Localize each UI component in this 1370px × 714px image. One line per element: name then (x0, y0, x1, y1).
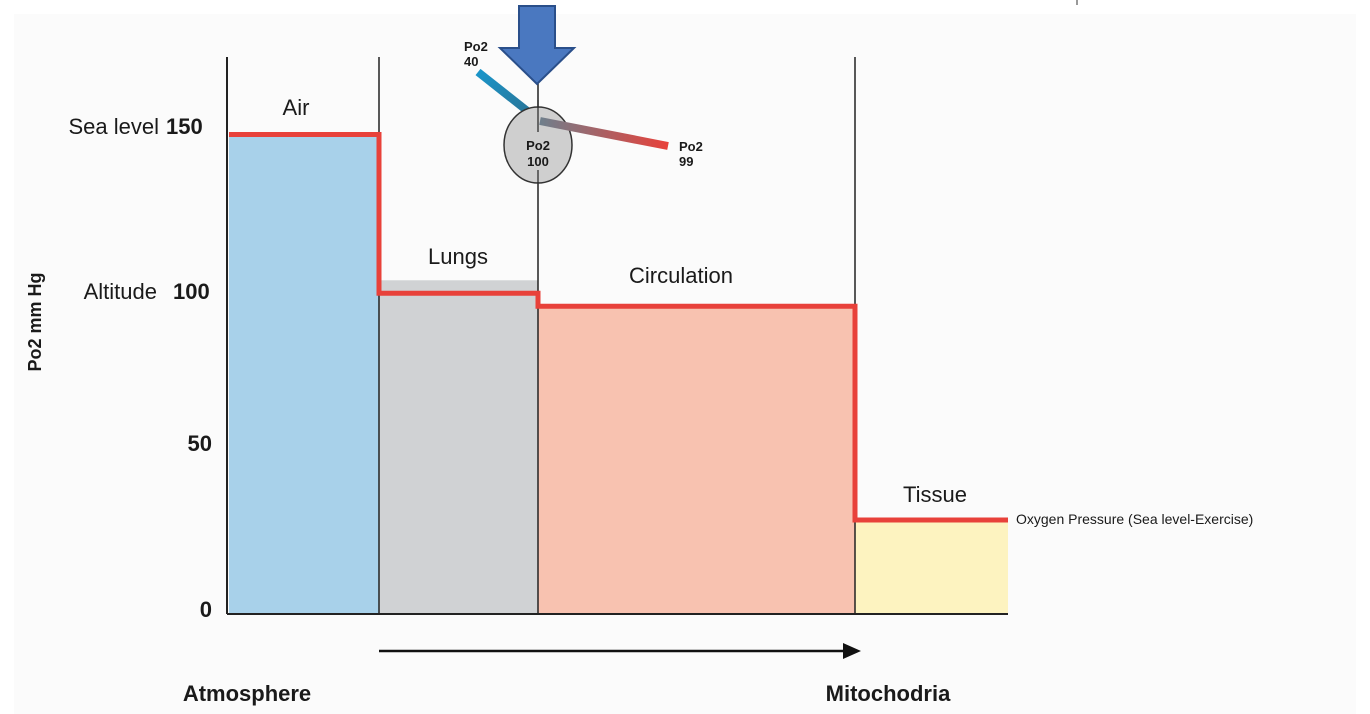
y-tick-100: 100 (173, 279, 210, 304)
lungs-compartment (379, 280, 538, 614)
circulation-compartment (538, 306, 855, 614)
down-arrow-icon (497, 5, 577, 86)
venous-po2-value: 40 (464, 54, 478, 69)
tissue-compartment (855, 520, 1008, 614)
arterial-capillary-line (539, 117, 669, 150)
arterial-po2-value: 99 (679, 154, 693, 169)
alveolus-label-backdrop (521, 132, 555, 170)
y-tick-prefix-altitude: Altitude (84, 279, 157, 304)
y-tick-150: 150 (166, 114, 203, 139)
air-label: Air (283, 95, 310, 120)
air-compartment (229, 134, 379, 615)
lungs-label: Lungs (428, 244, 488, 269)
y-tick-0: 0 (200, 597, 212, 622)
y-axis-title: Po2 mm Hg (25, 272, 45, 371)
circulation-label: Circulation (629, 263, 733, 288)
y-tick-prefix-sea-level: Sea level (68, 114, 159, 139)
atmosphere-label: Atmosphere (183, 681, 311, 706)
oxygen-pressure-label: Oxygen Pressure (Sea level-Exercise) (1016, 511, 1253, 527)
alveolus-po2-label: Po2 (526, 138, 550, 153)
y-tick-50: 50 (188, 431, 212, 456)
direction-arrow-icon (843, 643, 861, 659)
oxygen-pressure-line (229, 132, 1008, 523)
alveolus-po2-value: 100 (527, 154, 549, 169)
mitochondria-label: Mitochodria (826, 681, 951, 706)
alveolus-inset: Po2 100 Po2 40 Po2 99 (464, 39, 703, 184)
venous-po2-label: Po2 (464, 39, 488, 54)
tissue-label: Tissue (903, 482, 967, 507)
arterial-po2-label: Po2 (679, 139, 703, 154)
